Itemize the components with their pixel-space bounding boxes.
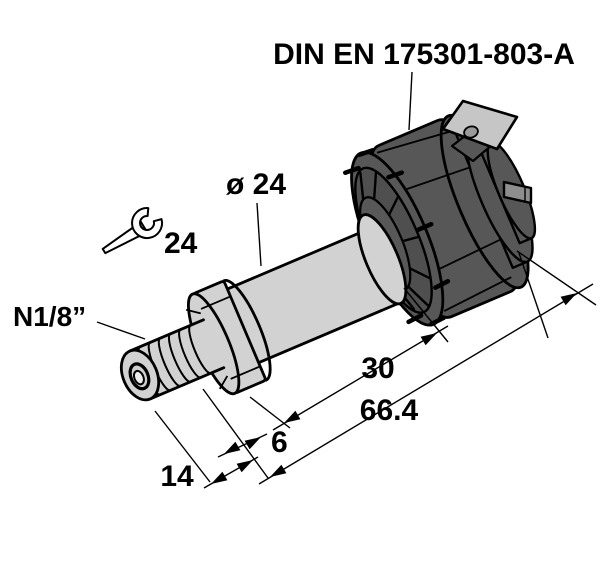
dim-30-label: 30 (361, 352, 394, 385)
blade-hole (463, 125, 479, 139)
wrench-size-label: 24 (164, 227, 198, 260)
dim-line-66 (258, 283, 594, 485)
dim-66-label: 66.4 (360, 394, 419, 427)
device (119, 113, 537, 402)
thread-size-label: N1/8” (13, 301, 86, 332)
leader-din (408, 71, 413, 131)
connector-standard-label: DIN EN 175301-803-A (273, 38, 575, 71)
body-surface (227, 227, 405, 363)
terminal-blade (441, 99, 519, 151)
thread-stud (119, 318, 226, 402)
leader-thread (96, 321, 146, 340)
extension-lines (154, 250, 597, 483)
dimension-lines (203, 283, 594, 489)
ring-knurl-ticks (343, 147, 451, 327)
dim-14-label: 14 (160, 460, 194, 493)
ring-spokes (359, 171, 431, 311)
din-connector (343, 113, 537, 327)
diameter-label: ø 24 (226, 168, 286, 201)
dim-line-30 (272, 325, 449, 431)
body-cylinder (225, 225, 406, 365)
wrench-icon (101, 207, 164, 255)
side-terminal-tab (502, 180, 533, 205)
dim-6-label: 6 (271, 426, 288, 459)
shell-facet-lines (376, 130, 512, 312)
leader-diameter (256, 202, 262, 267)
body-end-face (356, 213, 408, 306)
